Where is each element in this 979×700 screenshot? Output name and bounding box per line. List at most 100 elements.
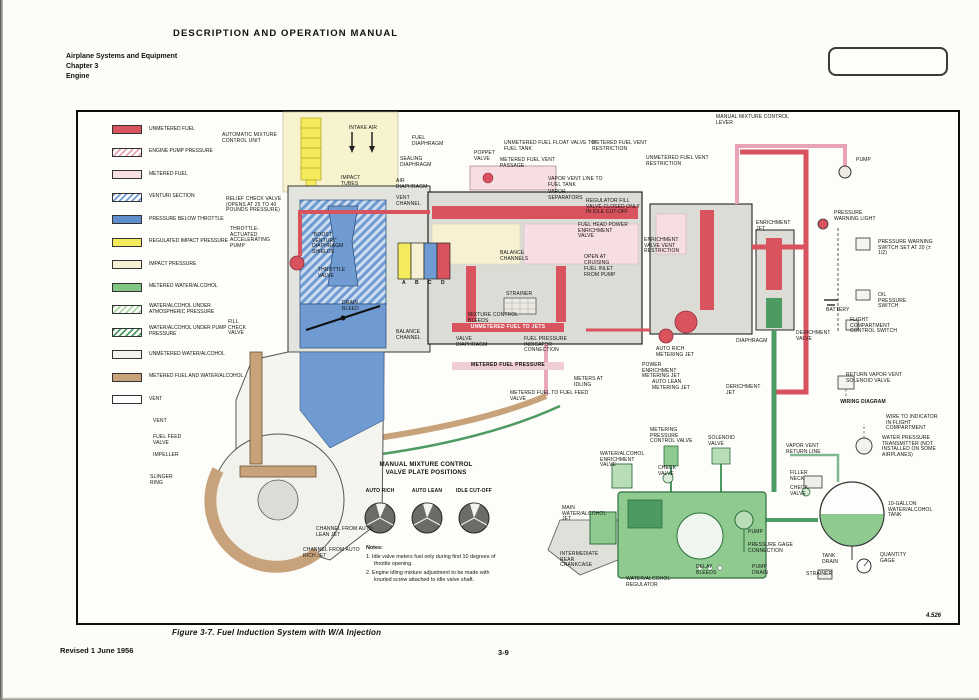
page-title: DESCRIPTION AND OPERATION MANUAL xyxy=(173,28,399,39)
legend-label: WATER/ALCOHOL UNDER PUMP PRESSURE xyxy=(149,325,227,337)
legend-item: METERED FUEL AND WATER/ALCOHOL xyxy=(112,369,246,386)
diagram-label: WATER/ALCOHOL REGULATOR xyxy=(626,576,671,588)
legend-label: PRESSURE BELOW THROTTLE xyxy=(149,215,224,222)
header-meta-line: Chapter 3 xyxy=(66,62,99,70)
legend-swatch xyxy=(112,372,142,382)
legend-item: METERED WATER/ALCOHOL xyxy=(112,279,246,296)
mixture-valve-plates xyxy=(364,502,490,534)
diagram-label: WATER/ALCOHOL ENRICHMENT VALVE xyxy=(600,451,645,469)
legend-label: METERED FUEL xyxy=(149,170,188,177)
diagram-label: TANK DRAIN xyxy=(822,553,839,565)
legend-label: ENGINE PUMP PRESSURE xyxy=(149,148,213,155)
diagram-label: "BOOST VENTURI" DIAPHRAGM SHIELDS xyxy=(312,232,344,256)
figure-caption: Figure 3-7. Fuel Induction System with W… xyxy=(172,628,382,637)
diagram-label: CHANNEL FROM AUTO RICH JET xyxy=(303,547,360,559)
diagram-label: THROTTLE VALVE xyxy=(318,267,346,279)
diagram-label: WIRING DIAGRAM xyxy=(840,399,886,405)
diagram-label: D xyxy=(441,280,445,286)
mixture-position-auto-rich: AUTO RICH xyxy=(365,488,395,494)
diagram-label: PUMP xyxy=(748,529,763,535)
diagram-label: AUTO RICH METERING JET xyxy=(656,346,695,358)
legend-swatch xyxy=(112,350,142,359)
diagram-label: DERICHMENT JET xyxy=(726,384,761,396)
notes-list: 1. Idle valve meters fuel only during fi… xyxy=(366,554,498,585)
diagram-label: POPPET VALVE xyxy=(474,150,495,162)
legend-item: REGULATED IMPACT PRESSURE xyxy=(112,234,246,251)
diagram-label: ENRICHMENT JET xyxy=(756,220,791,232)
diagram-label: MIXTURE CONTROL BLEEDS xyxy=(468,312,518,324)
diagram-label: WIRE TO INDICATOR IN FLIGHT COMPARTMENT xyxy=(886,414,938,432)
legend-swatch xyxy=(112,147,142,157)
legend-swatch xyxy=(112,215,142,224)
legend-item: UNMETERED WATER/ALCOHOL xyxy=(112,346,246,363)
diagram-label: ENRICHMENT VALVE VENT RESTRICTION xyxy=(644,237,680,255)
legend-item: VENTURI SECTION xyxy=(112,189,246,206)
amc-unit xyxy=(282,111,399,195)
legend-item: WATER/ALCOHOL UNDER PUMP PRESSURE xyxy=(112,324,246,341)
notes-block: Notes: 1. Idle valve meters fuel only du… xyxy=(366,545,498,586)
figure-code: 4.526 xyxy=(926,613,942,619)
legend-item: PRESSURE BELOW THROTTLE xyxy=(112,211,246,228)
diagram-label: PUMP xyxy=(856,157,871,163)
diagram-label: QUANTITY GAGE xyxy=(880,552,907,564)
diagram-label: VAPOR VENT LINE TO FUEL TANK xyxy=(548,176,603,188)
legend-swatch xyxy=(112,260,142,269)
diagram-label: METERED FUEL VENT PASSAGE xyxy=(500,157,556,169)
diagram-label: FILL CHECK VALVE xyxy=(228,319,247,337)
diagram-label: FLIGHT COMPARTMENT CONTROL SWITCH xyxy=(850,317,898,335)
scan-edge-bottom xyxy=(0,697,979,700)
legend-swatch xyxy=(112,125,142,134)
diagram-label: PUMP DRAIN xyxy=(752,564,769,576)
diagram-label: VENT CHANNEL xyxy=(396,195,421,207)
diagram-label: BALANCE CHANNELS xyxy=(500,250,529,262)
diagram-label: SEALING DIAPHRAGM xyxy=(400,156,432,168)
diagram-label: OIL PRESSURE SWITCH xyxy=(878,292,907,310)
diagram-label: CHANNEL FROM AUTO LEAN JET xyxy=(316,526,373,538)
legend-item: VENT xyxy=(112,391,246,408)
diagram-label: SOLENOID VALVE xyxy=(708,435,735,447)
diagram-label: BALANCE CHANNEL xyxy=(396,329,421,341)
diagram-label: UNMETERED FUEL VENT RESTRICTION xyxy=(646,155,709,167)
diagram-label: FILLER NECK xyxy=(790,470,808,482)
diagram-label: METERS AT IDLING xyxy=(574,376,603,388)
diagram-label: VALVE DIAPHRAGM xyxy=(456,336,488,348)
induction-section xyxy=(204,351,385,573)
stamp-box xyxy=(828,47,948,76)
fuel-control-unit xyxy=(649,203,753,344)
diagram-label: AIR DIAPHRAGM xyxy=(396,178,428,190)
diagram-label: VAPOR VENT RETURN LINE xyxy=(786,443,821,455)
mixture-control-title: MANUAL MIXTURE CONTROL VALVE PLATE POSIT… xyxy=(379,461,473,477)
legend-label: REGULATED IMPACT PRESSURE xyxy=(149,238,228,245)
legend-swatch xyxy=(112,237,142,247)
header-meta-line: Engine xyxy=(66,72,90,80)
diagram-label: OPEN AT CRUISING xyxy=(584,254,610,266)
diagram-label: B xyxy=(415,280,419,286)
header-meta: Airplane Systems and Equipment Chapter 3… xyxy=(66,52,177,81)
wa-tank xyxy=(801,475,885,580)
float-chamber xyxy=(469,165,557,191)
scan-edge-left xyxy=(0,0,3,700)
legend-item: IMPACT PRESSURE xyxy=(112,256,246,273)
legend-label: VENT xyxy=(149,395,163,402)
diagram-label: SLINGER RING xyxy=(150,474,173,486)
fuel-regulator-body xyxy=(397,191,643,345)
diagram-label: POWER ENRICHMENT METERING JET xyxy=(642,362,681,380)
legend-swatch xyxy=(112,305,142,314)
diagram-label: UNMETERED FUEL FLOAT VALVE TO FUEL TANK xyxy=(504,140,596,152)
diagram-label: INTAKE AIR xyxy=(348,125,378,131)
legend-swatch xyxy=(112,327,142,337)
fuel-lines xyxy=(298,144,852,396)
legend-swatch xyxy=(112,192,142,202)
diagram-label: MANUAL MIXTURE CONTROL LEVER xyxy=(716,114,789,126)
diagram-label: PRESSURE WARNING LIGHT xyxy=(834,210,876,222)
legend-swatch xyxy=(112,282,142,292)
diagram-label: FUEL INLET FROM PUMP xyxy=(584,266,616,278)
diagram-label: RETURN VAPOR VENT SOLENOID VALVE xyxy=(846,372,903,384)
diagram-label: DIAPHRAGM xyxy=(736,338,768,344)
diagram-label: RELIEF CHECK VALVE (OPENS AT 25 TO 40 PO… xyxy=(226,196,282,214)
note-item: 2. Engine idling mixture adjustment to b… xyxy=(366,569,490,584)
diagram-label: METERED FUEL VENT RESTRICTION xyxy=(592,140,648,152)
